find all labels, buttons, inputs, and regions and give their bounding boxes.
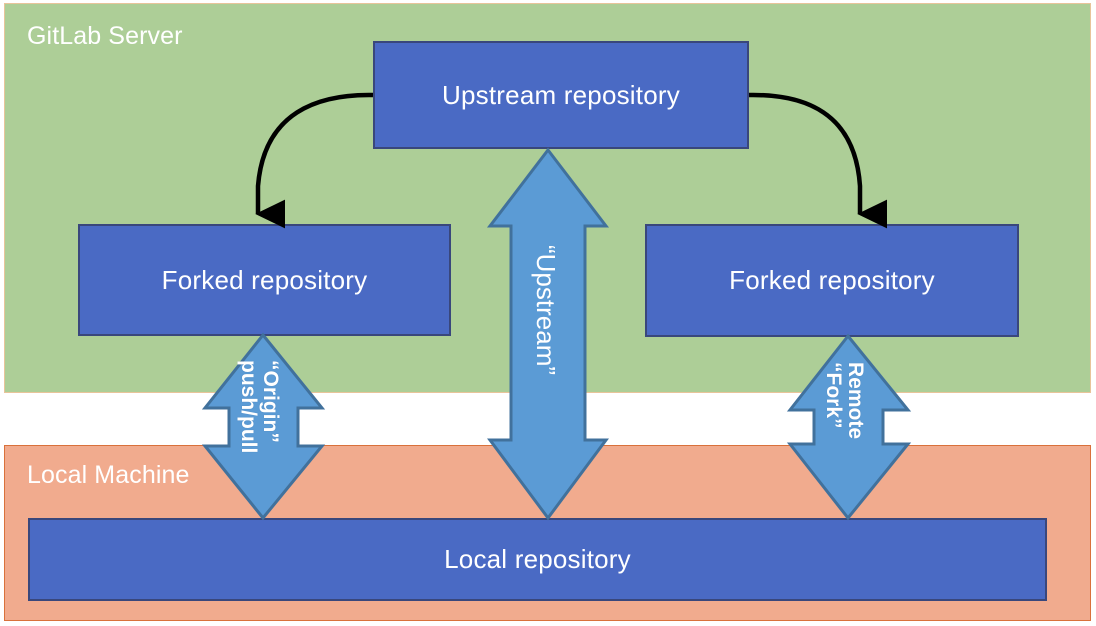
arrow-upstream-remote-label-line-1: “Upstream” <box>531 245 561 376</box>
box-forked-repository-right-label: Forked repository <box>729 265 935 295</box>
box-local-repository[interactable]: Local repository <box>28 518 1047 601</box>
arrow-fork-remote-label-line-1: Remote <box>844 362 867 440</box>
arrow-fork-remote-label: Remote “Fork” <box>822 362 867 440</box>
box-forked-repository-left[interactable]: Forked repository <box>78 224 451 336</box>
arrow-upstream-remote-label: “Upstream” <box>531 245 561 376</box>
box-local-repository-label: Local repository <box>444 544 631 574</box>
arrow-origin-remote-label-line-1: “Origin” <box>259 360 282 443</box>
arrow-fork-remote-label-line-2: “Fork” <box>822 362 846 429</box>
box-forked-repository-left-label: Forked repository <box>161 264 368 295</box>
box-upstream-repository-label: Upstream repository <box>442 79 680 110</box>
box-forked-repository-right[interactable]: Forked repository <box>645 224 1019 337</box>
zone-gitlab-server-label: GitLab Server <box>27 22 183 50</box>
arrow-origin-remote-label: “Origin” push/pull <box>237 360 282 454</box>
box-upstream-repository[interactable]: Upstream repository <box>373 41 749 149</box>
arrow-origin-remote-label-line-2: push/pull <box>237 360 261 454</box>
zone-local-machine-label: Local Machine <box>27 461 190 489</box>
